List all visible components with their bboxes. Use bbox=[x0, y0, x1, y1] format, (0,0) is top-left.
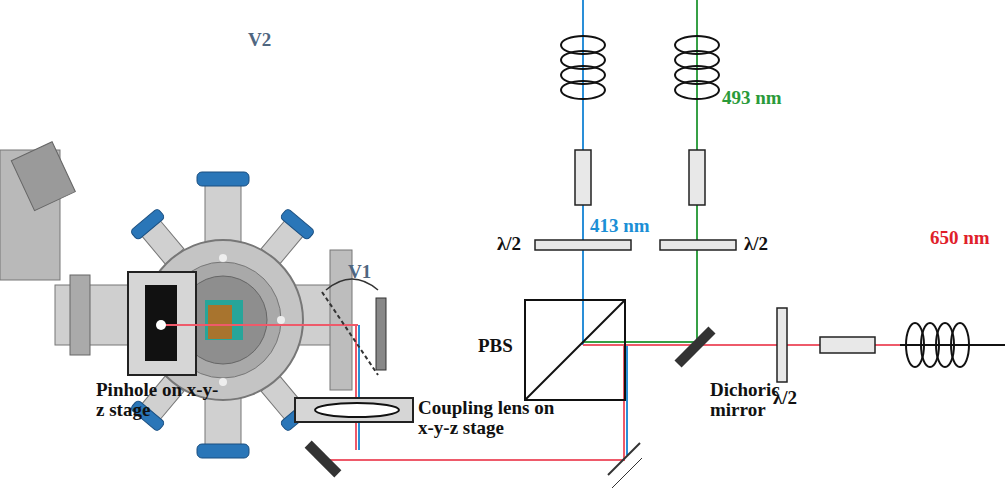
wavelength-label: 493 nm bbox=[722, 88, 782, 108]
component-label: Pinhole on x-y-z stage bbox=[96, 380, 226, 420]
coupling-lens bbox=[315, 403, 399, 417]
laser-beams bbox=[161, 0, 1005, 460]
mirror bbox=[305, 441, 342, 478]
component-label: PBS bbox=[478, 336, 513, 356]
pinhole-stage bbox=[128, 272, 196, 375]
optical-fiber bbox=[561, 36, 969, 367]
fiber-collimator bbox=[575, 150, 875, 353]
flip-mirror bbox=[376, 298, 386, 370]
flip-mirror-position bbox=[322, 292, 378, 375]
view-label: V2 bbox=[248, 30, 271, 50]
component-label: Dichoric mirror bbox=[710, 380, 805, 420]
mirror bbox=[608, 443, 640, 475]
wavelength-label: 413 nm bbox=[590, 216, 650, 236]
half-wave-plate bbox=[535, 240, 787, 382]
dichroic-mirror bbox=[674, 326, 715, 367]
wavelength-label: 650 nm bbox=[930, 228, 990, 248]
pinhole-plate bbox=[145, 285, 177, 361]
view-label: V1 bbox=[348, 262, 371, 282]
pinhole bbox=[156, 320, 166, 330]
component-label: Coupling lens on x-y-z stage bbox=[418, 398, 558, 438]
waveplate-label: λ/2 bbox=[497, 234, 521, 254]
waveplate-label: λ/2 bbox=[744, 234, 768, 254]
lens-stage bbox=[295, 398, 413, 422]
polarizing-beam-splitter bbox=[525, 300, 625, 400]
mirror bbox=[612, 458, 642, 488]
